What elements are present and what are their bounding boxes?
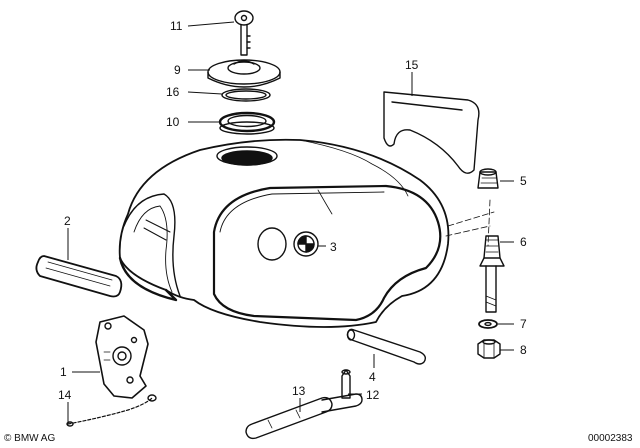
callout-4: 4 [369,370,376,384]
callout-8: 8 [520,343,527,357]
filler-cap-part [207,59,281,88]
key-part [234,10,254,56]
callout-13: 13 [292,384,306,398]
callout-7: 7 [520,317,527,331]
rubber-mount-part [477,168,499,189]
fuel-tube-part [245,396,333,440]
callout-2: 2 [64,214,71,228]
gasket-part [221,88,271,102]
vent-hose-part [346,328,427,365]
callout-11: 11 [170,19,183,33]
callout-14: 14 [58,388,72,402]
washer-part [478,319,498,329]
filler-ring-part [218,111,276,135]
callout-3: 3 [330,240,337,254]
callout-10: 10 [166,115,180,129]
callout-16: 16 [166,85,180,99]
emblem-strip-part [35,255,123,298]
drawing-number: 00002383 [588,433,633,444]
t-fitting-part [321,369,363,413]
knee-pad-part [383,91,480,174]
stud-bolt-part [479,235,505,313]
bracket-part [95,315,149,399]
chain-part [66,394,157,427]
callout-15: 15 [405,58,419,72]
copyright-notice: © BMW AG [4,433,56,444]
callout-5: 5 [520,174,527,188]
leader-lines [67,21,514,424]
callout-9: 9 [174,63,181,77]
callout-6: 6 [520,235,527,249]
nut-part [477,339,501,359]
callout-12: 12 [366,388,380,402]
fuel-tank-body [118,138,495,328]
callout-1: 1 [60,365,67,379]
